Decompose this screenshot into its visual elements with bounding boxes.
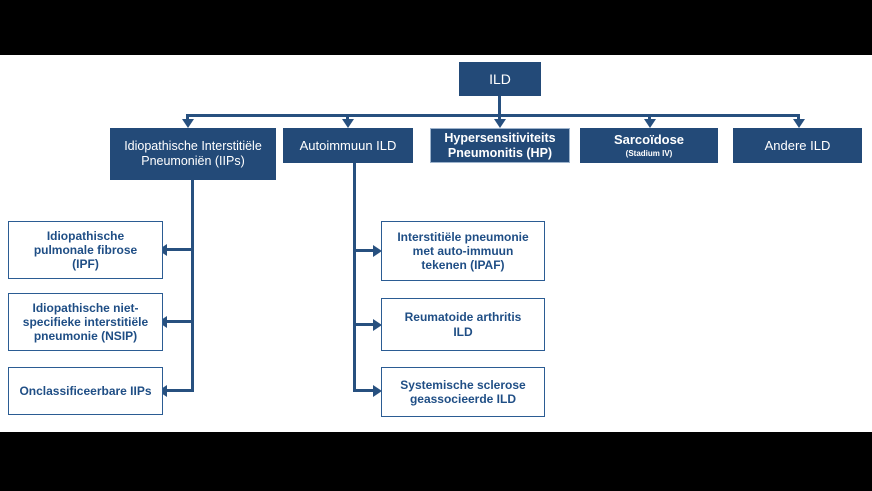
node-nsip[interactable]: Idiopathische niet-specifieke interstiti…	[8, 293, 163, 351]
arrowhead-sarcoidose	[643, 119, 656, 128]
edge-autoimmuun-trunk	[353, 163, 356, 392]
edge-iips-to-unclassifiable	[166, 389, 194, 392]
edge-bus-to-hp	[498, 114, 501, 122]
edge-bus-to-andere	[797, 114, 800, 122]
edge-bus-to-iips	[186, 114, 189, 122]
edge-bus-to-autoimmuun	[346, 114, 349, 122]
arrowhead-hp	[493, 119, 506, 128]
edge-level1-bus	[186, 114, 800, 117]
arrowhead-andere	[792, 119, 805, 128]
node-unclassifiable-iips[interactable]: Onclassificeerbare IIPs	[8, 367, 163, 415]
node-autoimmuun-ild[interactable]: Autoimmuun ILD	[283, 128, 413, 163]
arrowhead-ssc-ild	[373, 384, 382, 397]
node-unclassifiable-iips-label: Onclassificeerbare IIPs	[19, 383, 152, 398]
edge-ild-to-bus	[498, 96, 501, 117]
edge-autoimmuun-to-ra-ild	[353, 323, 375, 326]
arrowhead-ipaf	[373, 244, 382, 257]
letterbox-top	[0, 0, 872, 55]
node-autoimmuun-ild-label: Autoimmuun ILD	[299, 137, 397, 153]
node-sarcoidose-label: Sarcoïdose	[613, 132, 685, 148]
edge-bus-to-sarcoidose	[648, 114, 651, 122]
arrowhead-iips	[181, 119, 194, 128]
node-ild[interactable]: ILD	[459, 62, 541, 96]
edge-iips-to-ipf	[166, 248, 194, 251]
edge-autoimmuun-to-ssc-ild	[353, 389, 375, 392]
letterbox-bottom	[0, 432, 872, 491]
edge-autoimmuun-to-ipaf	[353, 249, 375, 252]
node-sarcoidose-sublabel: (Stadium IV)	[625, 149, 673, 159]
node-nsip-label: Idiopathische niet-specifieke interstiti…	[22, 300, 149, 344]
node-andere-ild[interactable]: Andere ILD	[733, 128, 862, 163]
arrowhead-autoimmuun	[341, 119, 354, 128]
node-ild-label: ILD	[489, 70, 511, 87]
node-sarcoidose[interactable]: Sarcoïdose (Stadium IV)	[580, 128, 718, 163]
node-andere-ild-label: Andere ILD	[764, 137, 831, 153]
edge-iips-trunk	[191, 180, 194, 392]
arrowhead-ra-ild	[373, 318, 382, 331]
edge-iips-to-nsip	[166, 320, 194, 323]
